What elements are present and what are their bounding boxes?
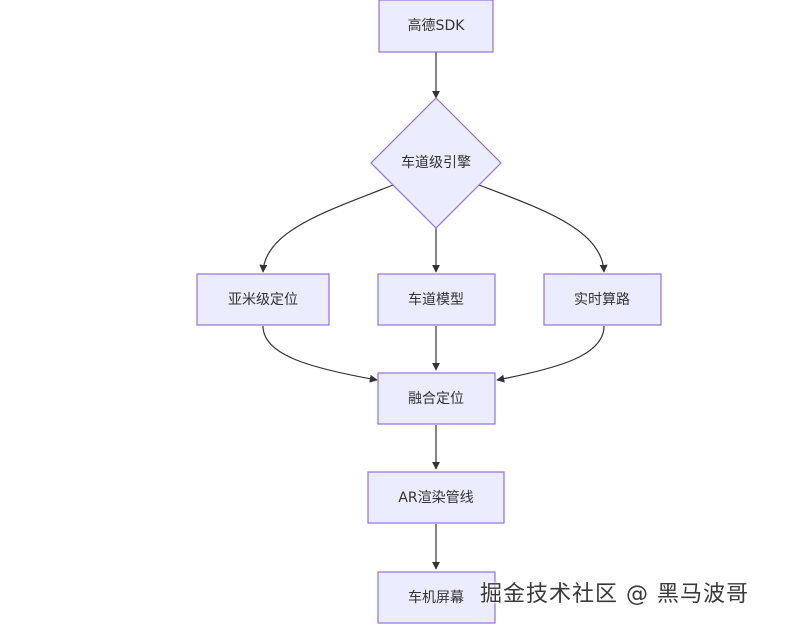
node-box <box>543 273 662 326</box>
decision-diamond <box>370 97 502 229</box>
node-ar-render-pipeline: AR渲染管线 <box>367 471 505 524</box>
node-submeter-positioning: 亚米级定位 <box>196 273 330 326</box>
edge-engine-to-routing <box>478 184 608 273</box>
node-box <box>377 273 496 326</box>
node-fusion-positioning: 融合定位 <box>377 372 496 425</box>
node-head-unit-screen: 车机屏幕 <box>377 571 496 624</box>
node-label: 车机屏幕 <box>408 589 464 606</box>
node-label: 车道模型 <box>408 291 464 308</box>
node-box <box>367 471 505 524</box>
node-box <box>378 0 494 53</box>
edge-engine-to-submeter <box>259 184 394 273</box>
edge-submeter-to-fusion <box>262 325 378 383</box>
node-lane-engine: 车道级引擎 <box>370 97 502 229</box>
node-box <box>377 571 496 624</box>
node-label: 融合定位 <box>408 391 464 407</box>
node-realtime-routing: 实时算路 <box>543 273 662 326</box>
node-label: AR渲染管线 <box>398 490 473 506</box>
node-label: 车道级引擎 <box>401 154 471 171</box>
node-box <box>377 372 496 425</box>
node-lane-model: 车道模型 <box>377 273 496 326</box>
node-gaode-sdk: 高德SDK <box>378 0 494 53</box>
node-box <box>196 273 330 326</box>
node-label: 高德SDK <box>408 17 466 34</box>
node-label: 亚米级定位 <box>228 292 298 308</box>
node-label: 实时算路 <box>574 292 630 308</box>
edge-routing-to-fusion <box>496 325 605 383</box>
edges <box>259 52 608 570</box>
watermark: 掘金技术社区 @ 黑马波哥 <box>480 582 749 607</box>
